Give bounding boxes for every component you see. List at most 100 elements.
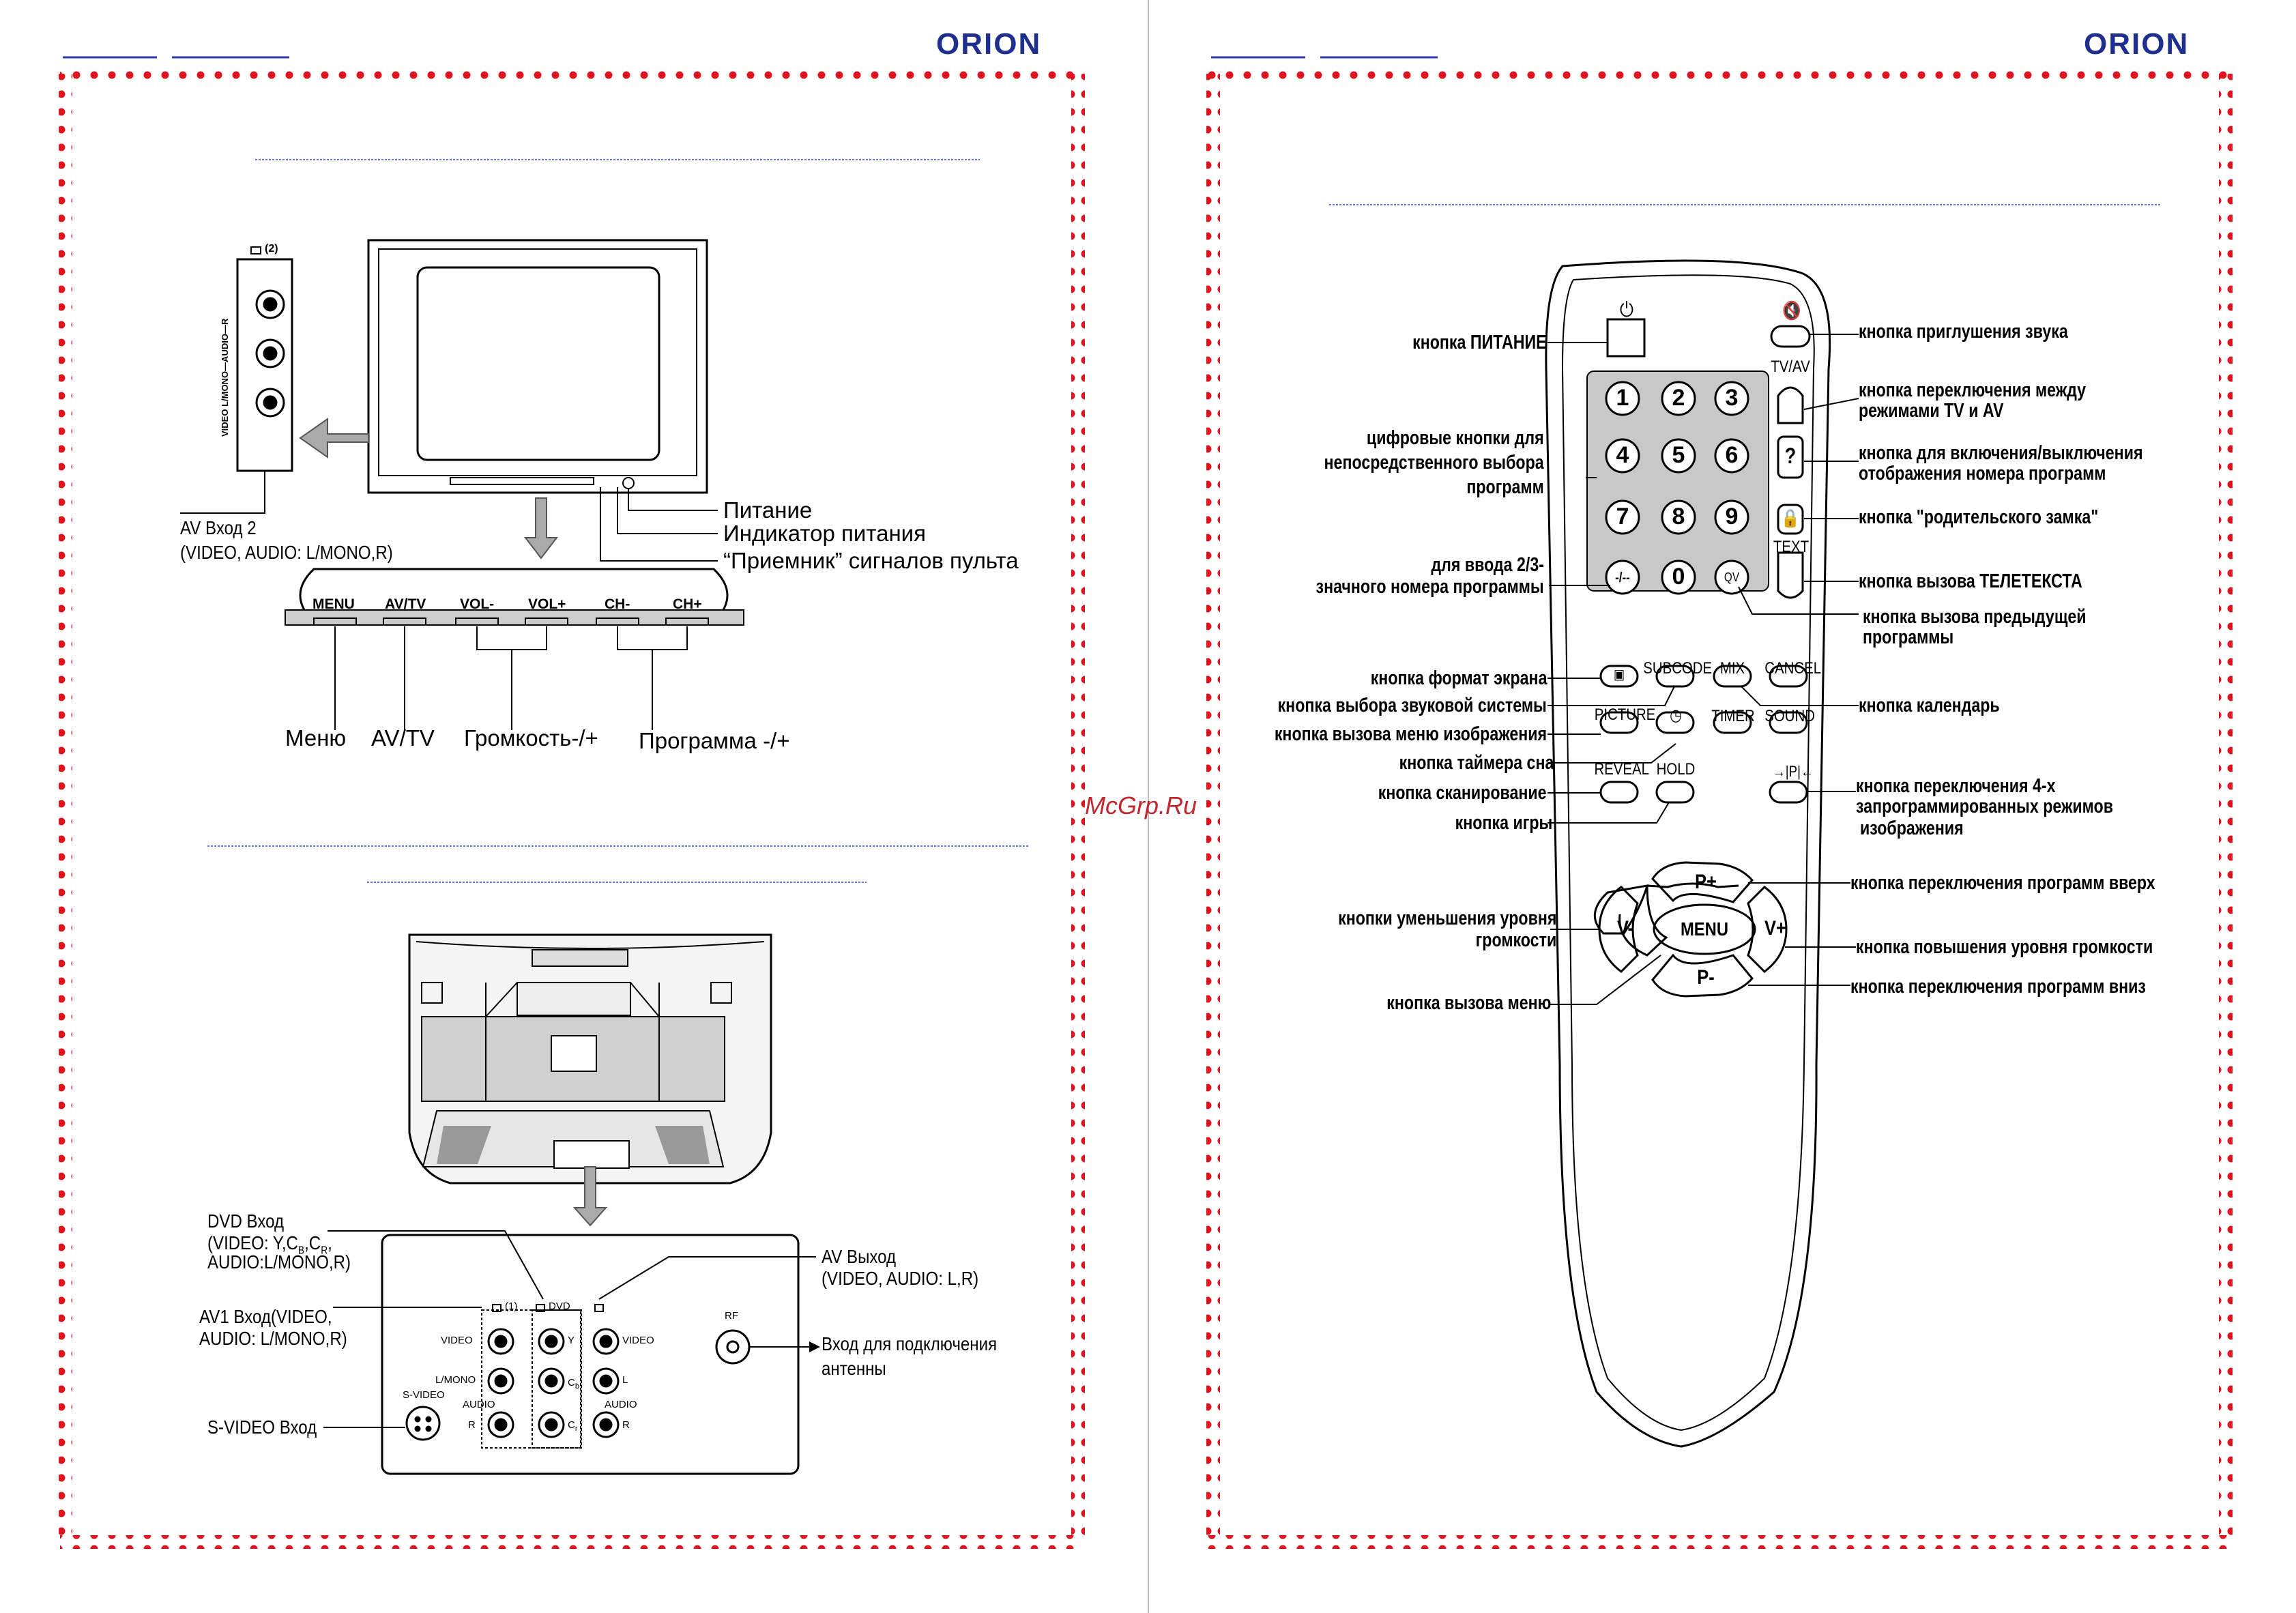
key-picture: PICTURE bbox=[1594, 706, 1656, 724]
label-vol-up: кнопка повышения уровня громкости bbox=[1856, 936, 2153, 958]
jack-r-in: R bbox=[468, 1419, 476, 1431]
antenna-in-title: Вход для подключения bbox=[822, 1333, 998, 1354]
svideo-in-label: S-VIDEO Вход bbox=[207, 1416, 317, 1438]
dvd-in-video: (VIDEO: Y,CB,CR, bbox=[207, 1232, 332, 1257]
key-timer: TIMER bbox=[1711, 707, 1755, 725]
label-tvav-1: кнопка переключения между bbox=[1859, 379, 2087, 401]
key-digit-6: 6 bbox=[1725, 442, 1739, 468]
brand-logo-left: ORION bbox=[936, 27, 1042, 61]
callout-power-indicator: Индикатор питания bbox=[723, 521, 926, 546]
label-prev-2: программы bbox=[1863, 626, 1954, 648]
label-teletext: кнопка вызова ТЕЛЕТЕКСТА bbox=[1859, 570, 2082, 592]
dvd-in-title: DVD Вход bbox=[207, 1210, 285, 1232]
tv-rear-illustration bbox=[323, 933, 820, 1475]
key-digit-7: 7 bbox=[1616, 504, 1629, 529]
key-reveal: REVEAL bbox=[1594, 760, 1649, 779]
key-digit-9: 9 bbox=[1725, 504, 1739, 529]
key-digit-entry: -/-- bbox=[1615, 570, 1630, 585]
label-picture-menu: кнопка вызова меню изображения bbox=[1274, 723, 1547, 745]
jack-r-out: R bbox=[622, 1419, 630, 1431]
panel-btn-menu: MENU bbox=[313, 596, 355, 612]
panel-btn-avtv: AV/TV bbox=[385, 596, 426, 612]
label-display-1: кнопка для включения/выключения bbox=[1859, 442, 2143, 464]
jack-cr: Cr bbox=[568, 1419, 578, 1433]
key-v-plus: V+ bbox=[1764, 917, 1786, 940]
label-vol-down-1: кнопки уменьшения уровня bbox=[1337, 907, 1556, 929]
jack-video-in: VIDEO bbox=[441, 1335, 473, 1346]
remote-illustration bbox=[1545, 259, 1859, 1448]
label-mute: кнопка приглушения звука bbox=[1859, 321, 2068, 343]
label-sleep-timer: кнопка таймера сна bbox=[1399, 752, 1554, 774]
av-input-2-label: AV Вход 2 bbox=[180, 517, 257, 538]
jack-video-out: VIDEO bbox=[622, 1335, 654, 1346]
label-vol-down-2: громкости bbox=[1475, 929, 1556, 951]
label-scan: кнопка сканирование bbox=[1378, 782, 1547, 804]
dotted-border-left bbox=[59, 68, 1085, 1549]
label-display-2: отображения номера программ bbox=[1859, 463, 2106, 484]
key-v-minus: V- bbox=[1616, 917, 1634, 940]
lock-icon: 🔒 bbox=[1781, 508, 1800, 528]
label-program: Программа -/+ bbox=[639, 728, 790, 753]
dotted-border-right bbox=[1206, 68, 2233, 1549]
av1-in-title: AV1 Вход(VIDEO, bbox=[199, 1306, 332, 1327]
picture-mode-icon: →|P|← bbox=[1773, 763, 1814, 780]
key-sound: SOUND bbox=[1764, 707, 1815, 725]
label-game: кнопка игры bbox=[1455, 812, 1552, 834]
jack-l-out: L bbox=[622, 1374, 628, 1386]
label-volume: Громкость-/+ bbox=[464, 725, 598, 751]
panel-btn-vol-minus: VOL- bbox=[460, 596, 495, 612]
power-icon: ⏻ bbox=[1619, 299, 1634, 321]
key-digit-5: 5 bbox=[1672, 442, 1685, 468]
label-parental-lock: кнопка "родительского замка" bbox=[1859, 506, 2099, 528]
jack-in1: (1) bbox=[505, 1300, 518, 1312]
key-digit-1: 1 bbox=[1616, 385, 1629, 411]
label-digits-3: программ bbox=[1466, 476, 1544, 498]
mute-icon: 🔇 bbox=[1782, 300, 1801, 321]
label-format: кнопка формат экрана bbox=[1370, 667, 1547, 689]
watermark: McGrp.Ru bbox=[1085, 791, 1197, 819]
jack-svideo: S-VIDEO bbox=[403, 1389, 445, 1401]
dvd-in-audio: AUDIO:L/MONO,R) bbox=[207, 1251, 351, 1273]
tv-front-illustration bbox=[180, 239, 744, 730]
callout-power: Питание bbox=[723, 497, 813, 523]
label-calendar: кнопка календарь bbox=[1859, 695, 2000, 716]
label-menu: кнопка вызова меню bbox=[1386, 992, 1551, 1014]
label-power: кнопка ПИТАНИЕ bbox=[1412, 332, 1547, 353]
label-pic-mode-2: запрограммированных режимов bbox=[1856, 796, 2113, 817]
label-entry-1: для ввода 2/3- bbox=[1431, 554, 1544, 576]
jack-cb: Cb bbox=[568, 1377, 579, 1391]
av-out-spec: (VIDEO, AUDIO: L,R) bbox=[822, 1268, 979, 1289]
jack-rf: RF bbox=[725, 1310, 738, 1322]
key-hold: HOLD bbox=[1656, 760, 1696, 779]
format-icon: ▣ bbox=[1613, 667, 1625, 682]
section-rules bbox=[207, 159, 2162, 883]
jack-audio-in: AUDIO bbox=[463, 1399, 495, 1410]
label-entry-2: значного номера программы bbox=[1316, 576, 1544, 598]
key-subcode: SUBCODE bbox=[1643, 659, 1713, 678]
key-p-minus: P- bbox=[1697, 966, 1715, 989]
key-tvav: TV/AV bbox=[1771, 358, 1810, 376]
key-p-plus: P+ bbox=[1695, 871, 1717, 893]
side-input-label: (2) bbox=[265, 243, 278, 255]
key-text: TEXT bbox=[1773, 538, 1810, 556]
label-pic-mode-1: кнопка переключения 4-х bbox=[1856, 775, 2056, 797]
panel-btn-ch-minus: CH- bbox=[605, 596, 630, 612]
label-digits-1: цифровые кнопки для bbox=[1367, 427, 1544, 449]
av1-in-spec: AUDIO: L/MONO,R) bbox=[199, 1328, 347, 1349]
key-cancel: CANCEL bbox=[1764, 659, 1822, 678]
key-digit-0: 0 bbox=[1672, 564, 1685, 590]
antenna-in-sub: антенны bbox=[822, 1358, 886, 1379]
label-sound-system: кнопка выбора звуковой системы bbox=[1277, 695, 1547, 716]
key-menu: MENU bbox=[1680, 918, 1729, 940]
key-display: ? bbox=[1784, 444, 1797, 468]
callout-remote-receiver: “Приемник” сигналов пульта bbox=[723, 548, 1019, 573]
jack-y: Y bbox=[568, 1335, 575, 1346]
label-avtv: AV/TV bbox=[371, 725, 435, 751]
key-digit-4: 4 bbox=[1616, 442, 1629, 468]
jack-dvd: DVD bbox=[549, 1300, 570, 1312]
key-mix: MIX bbox=[1719, 659, 1745, 678]
panel-btn-ch-plus: CH+ bbox=[673, 596, 702, 612]
jack-audio-out: AUDIO bbox=[605, 1399, 637, 1410]
side-jacks-label: VIDEO L/MONO—AUDIO—R bbox=[220, 318, 230, 437]
